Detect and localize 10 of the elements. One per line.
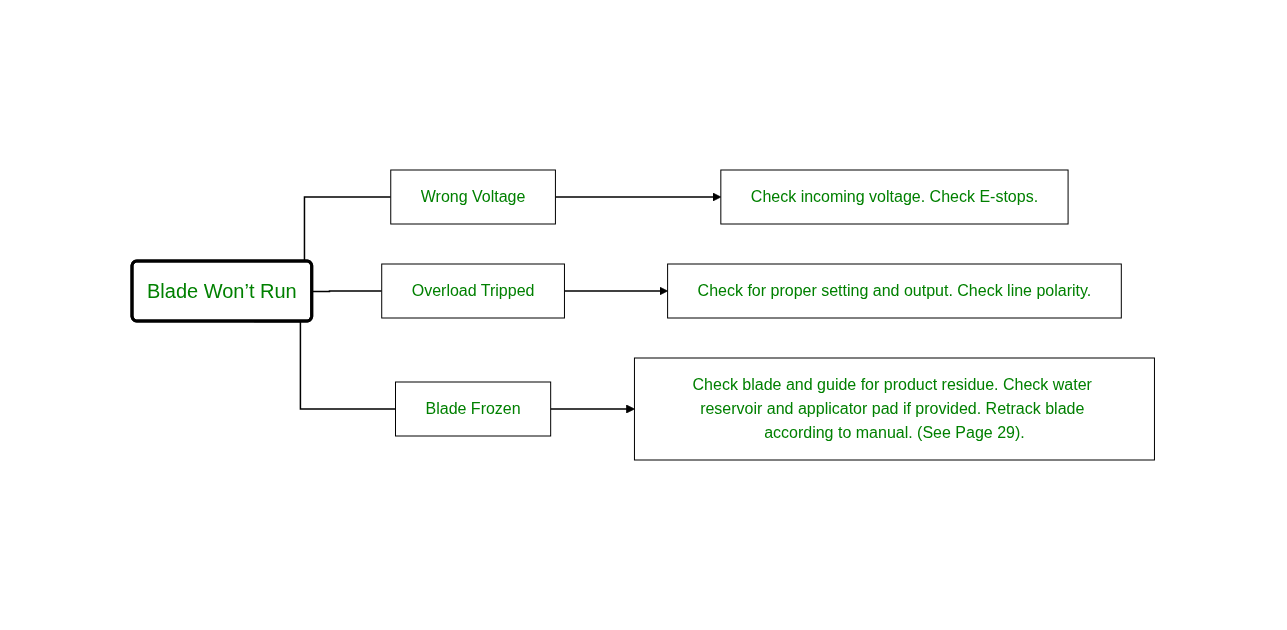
node-box: Blade Frozen <box>395 381 552 437</box>
node-box: Check for proper setting and output. Check line polarity. <box>667 263 1123 319</box>
node-box: Check blade and guide for product residue. Check water reservoir and applicator pad if provided. Retrack blade according to manual. (See Page 29). <box>634 357 1156 461</box>
arrow <box>554 192 722 202</box>
node-box: Overload Tripped <box>381 263 566 319</box>
connector <box>311 290 383 293</box>
arrow <box>563 286 669 296</box>
arrow <box>550 404 636 414</box>
node-box: Wrong Voltage <box>390 169 557 225</box>
node-box: Check incoming voltage. Check E-stops. <box>720 169 1069 225</box>
